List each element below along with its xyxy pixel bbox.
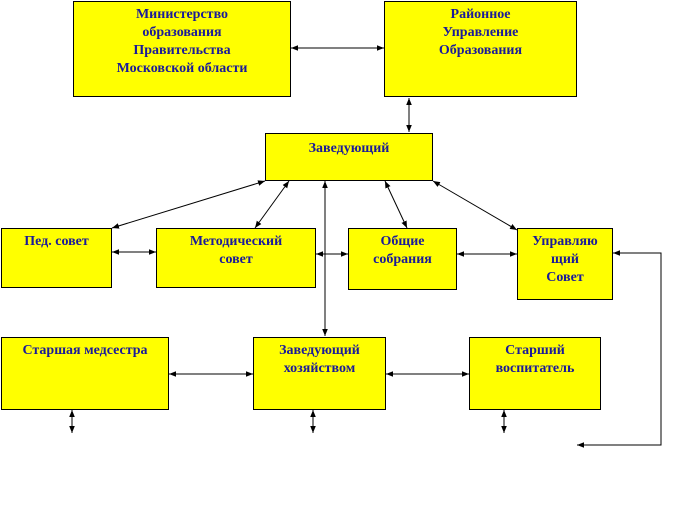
node-general-meetings: Общие собрания xyxy=(348,228,457,290)
node-methodical-council: Методический совет xyxy=(156,228,316,288)
node-senior-educator: Старший воспитатель xyxy=(469,337,601,410)
node-senior-nurse: Старшая медсестра xyxy=(1,337,169,410)
edge-head-methodcouncil xyxy=(254,180,290,229)
node-ped-council: Пед. совет xyxy=(1,228,112,288)
node-governing-council: Управляю щий Совет xyxy=(517,228,613,300)
node-head: Заведующий xyxy=(265,133,433,181)
edge-head-governing xyxy=(432,180,518,231)
edge-head-meetings xyxy=(384,180,408,229)
edge-head-pedcouncil xyxy=(111,180,266,229)
node-district-education-office: Районное Управление Образования xyxy=(384,1,577,97)
node-ministry: Министерство образования Правительства М… xyxy=(73,1,291,97)
node-facility-manager: Заведующий хозяйством xyxy=(253,337,386,410)
edge-governing-return xyxy=(577,250,662,448)
